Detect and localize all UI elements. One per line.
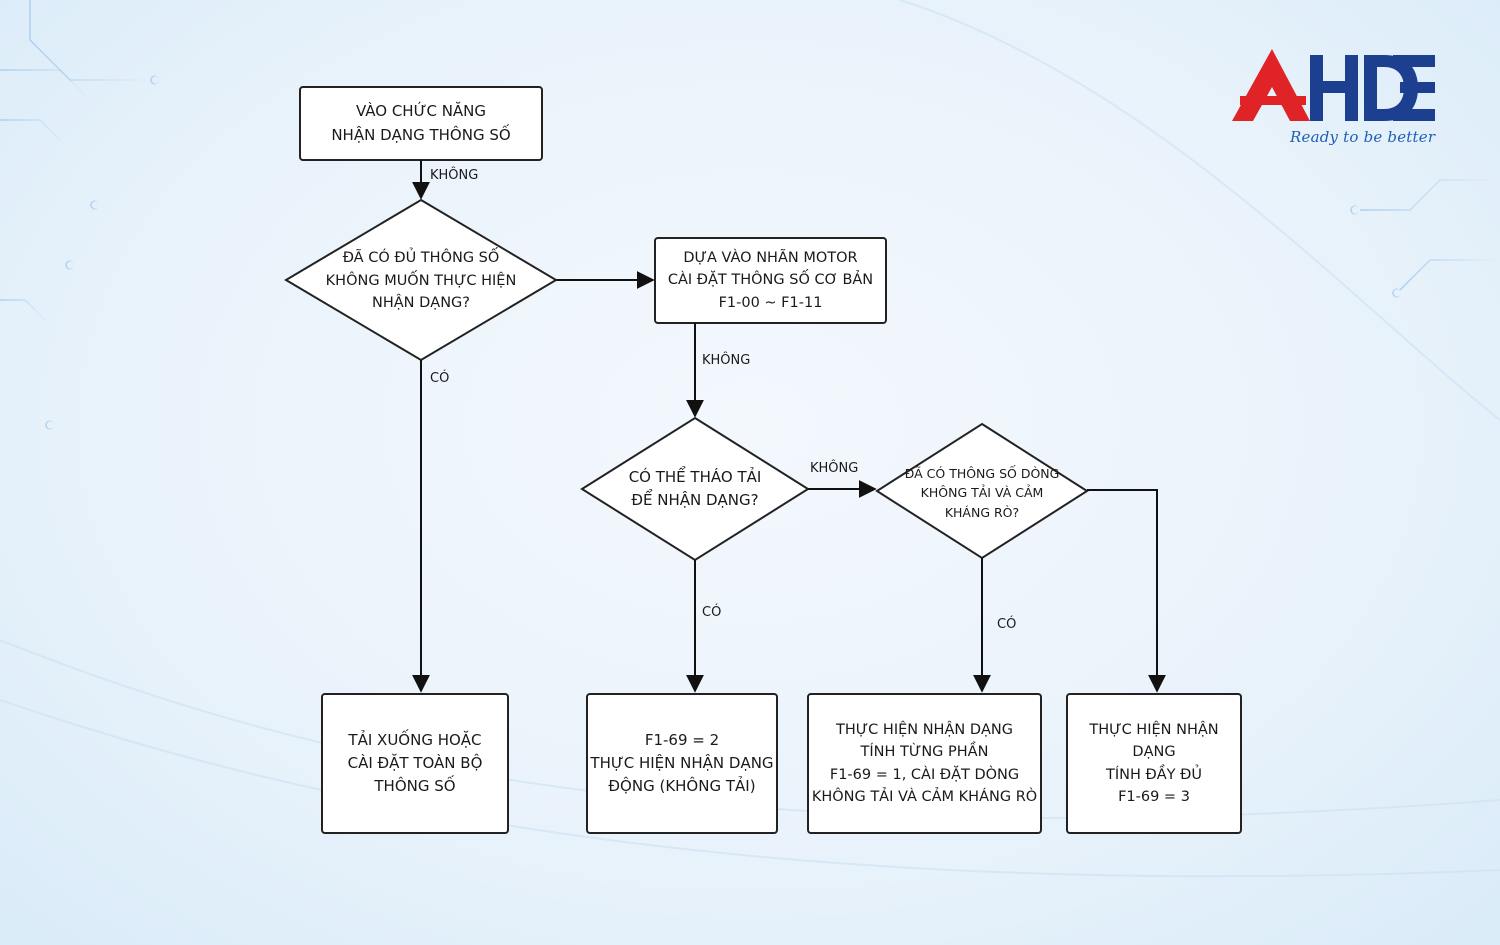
- download-label: TẢI XUỐNG HOẶC CÀI ĐẶT TOÀN BỘ THÔNG SỐ: [347, 730, 483, 796]
- dynamic-label: F1-69 = 2 THỰC HIỆN NHẬN DẠNG ĐỘNG (KHÔN…: [590, 730, 774, 796]
- decision-have-params-label: ĐÃ CÓ ĐỦ THÔNG SỐ KHÔNG MUỐN THỰC HIỆN N…: [325, 250, 517, 312]
- full-label: THỰC HIỆN NHẬN DẠNG TÍNH ĐẦY ĐỦ F1-69 = …: [1089, 721, 1219, 805]
- edge-label-nameplate-to-q2: KHÔNG: [702, 353, 751, 368]
- decision-remove-load-label: CÓ THỂ THÁO TẢI ĐỂ NHẬN DẠNG?: [628, 467, 762, 509]
- edge-label-q2-no: KHÔNG: [810, 461, 859, 476]
- nameplate-box: [654, 237, 887, 324]
- ahde-logo-mark: [1232, 49, 1435, 121]
- decision-have-noload-label: ĐÃ CÓ THÔNG SỐ DÒNG KHÔNG TẢI VÀ CẢM KHÁ…: [904, 465, 1060, 520]
- edge-q3-to-full: [1087, 489, 1166, 693]
- start-label: VÀO CHỨC NĂNG NHẬN DẠNG THÔNG SỐ: [331, 102, 511, 144]
- background-decoration: [0, 0, 1500, 430]
- download-box: [321, 693, 509, 834]
- edge-label-q2-yes: CÓ: [702, 605, 722, 620]
- edge-label-q3-yes: CÓ: [997, 617, 1017, 632]
- edge-label-start-to-q1: KHÔNG: [430, 168, 479, 183]
- logo-tagline: Ready to be better: [1290, 128, 1436, 146]
- full-box: [1066, 693, 1242, 834]
- edge-label-q1-yes: CÓ: [430, 371, 450, 386]
- dynamic-box: [586, 693, 778, 834]
- partial-box: [807, 693, 1042, 834]
- partial-label: THỰC HIỆN NHẬN DẠNG TÍNH TỪNG PHẦN F1-69…: [811, 721, 1038, 805]
- nameplate-label: DỰA VÀO NHÃN MOTOR CÀI ĐẶT THÔNG SỐ CƠ B…: [667, 249, 874, 311]
